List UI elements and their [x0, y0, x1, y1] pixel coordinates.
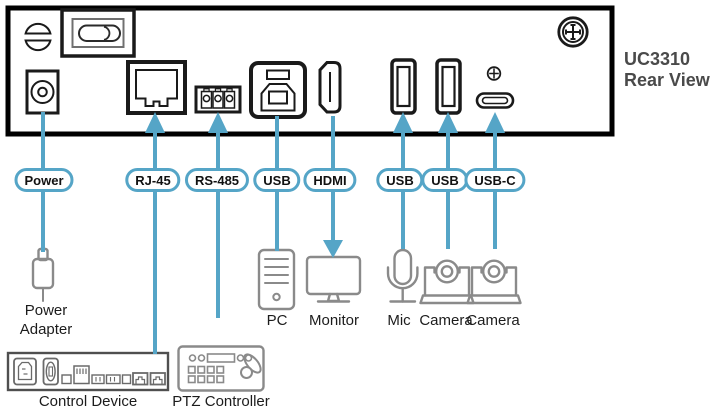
- usb-c-port-icon: [475, 92, 515, 109]
- port-label-usb-c: USB-C: [464, 168, 526, 192]
- grounding-terminal-icon: [486, 66, 502, 81]
- page-title: UC3310 Rear View: [624, 49, 710, 91]
- port-label-rj45: RJ-45: [125, 168, 181, 192]
- ptz-camera-icon: [419, 259, 475, 305]
- rj45-port-icon: [126, 60, 187, 115]
- label-power-adapter: Power Adapter: [19, 302, 73, 338]
- usb-b-port-icon: [249, 61, 307, 119]
- title-view: Rear View: [624, 70, 710, 90]
- label-control-device: Control Device: [38, 393, 138, 409]
- port-label-usb-1: USB: [376, 168, 424, 192]
- label-monitor: Monitor: [308, 312, 360, 329]
- usb-a-port-icon: [435, 58, 462, 115]
- slotted-screw-icon: [24, 22, 52, 52]
- port-label-usb-2: USB: [421, 168, 469, 192]
- arrow-up-usb-1: [393, 112, 413, 133]
- rs485-terminal-icon: [194, 85, 242, 114]
- port-label-power: Power: [14, 168, 74, 192]
- label-pc: PC: [266, 312, 288, 329]
- power-adapter-icon: [31, 247, 55, 302]
- label-mic: Mic: [387, 312, 411, 329]
- arrow-down-hdmi: [323, 240, 343, 258]
- microphone-icon: [386, 248, 419, 303]
- arrow-up-rj45: [145, 112, 165, 133]
- label-ptz-controller: PTZ Controller: [172, 393, 270, 409]
- arrow-up-usb-2: [438, 112, 458, 133]
- label-camera-left: Camera: [419, 312, 473, 329]
- pc-tower-icon: [257, 248, 296, 311]
- grounding-screw-icon: [557, 16, 589, 48]
- hdmi-port-icon: [318, 61, 342, 114]
- dc-power-jack-icon: [25, 69, 60, 115]
- usb-a-port-icon: [390, 58, 417, 115]
- arrow-up-rs485: [208, 112, 228, 133]
- monitor-icon: [305, 255, 362, 303]
- control-device-icon: [6, 351, 170, 392]
- port-label-rs485: RS-485: [184, 168, 250, 192]
- ptz-camera-icon: [466, 259, 522, 305]
- port-label-usb-b: USB: [253, 168, 301, 192]
- handle-slot-icon: [60, 8, 136, 58]
- ptz-controller-icon: [177, 345, 265, 392]
- title-model: UC3310: [624, 49, 691, 69]
- label-camera-right: Camera: [466, 312, 520, 329]
- connection-arrows: [145, 112, 505, 258]
- arrow-up-usb-c: [485, 112, 505, 133]
- port-label-hdmi: HDMI: [303, 168, 357, 192]
